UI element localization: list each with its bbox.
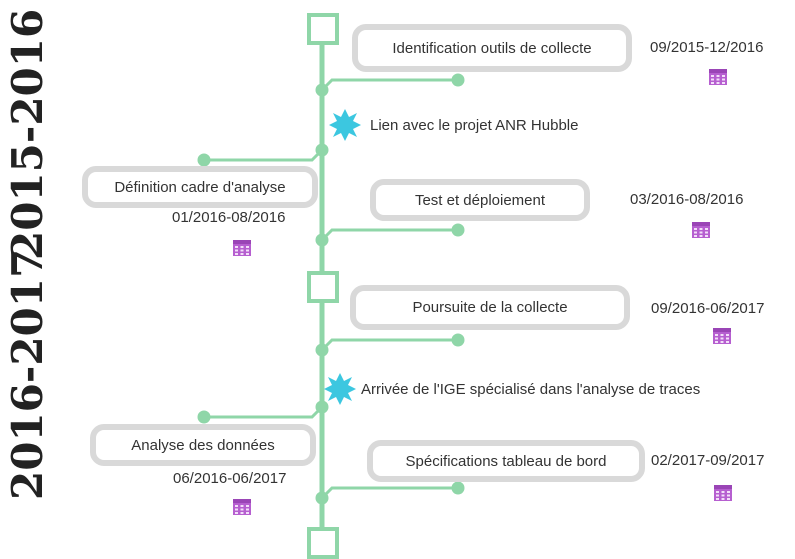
calendar-icon bbox=[233, 240, 251, 256]
branch-node bbox=[451, 223, 465, 237]
branch-node bbox=[451, 481, 465, 495]
calendar-icon bbox=[709, 69, 727, 85]
milestone-label: Lien avec le projet ANR Hubble bbox=[370, 117, 579, 134]
calendar-icon bbox=[233, 499, 251, 515]
square-marker-icon bbox=[307, 271, 339, 303]
calendar-icon bbox=[692, 222, 710, 238]
event-box: Analyse des données bbox=[90, 424, 316, 466]
calendar-icon bbox=[714, 485, 732, 501]
event-box: Test et déploiement bbox=[370, 179, 590, 221]
branch-connector bbox=[320, 78, 458, 92]
square-marker-icon bbox=[307, 527, 339, 559]
branch-connector bbox=[320, 228, 458, 242]
branch-node bbox=[315, 233, 329, 247]
event-date: 09/2016-06/2017 bbox=[651, 300, 765, 317]
branch-node bbox=[197, 410, 211, 424]
branch-node bbox=[315, 83, 329, 97]
branch-node bbox=[315, 491, 329, 505]
branch-node bbox=[315, 343, 329, 357]
branch-node bbox=[451, 333, 465, 347]
year-label-2016-2017: 2016-2017 bbox=[3, 248, 52, 500]
event-date: 09/2015-12/2016 bbox=[650, 39, 764, 56]
branch-connector bbox=[320, 486, 458, 500]
branch-connector bbox=[320, 338, 458, 352]
branch-connector bbox=[204, 405, 324, 419]
event-date: 01/2016-08/2016 bbox=[172, 209, 286, 226]
event-date: 03/2016-08/2016 bbox=[630, 191, 744, 208]
year-label-2015-2016: 2015-2016 bbox=[3, 8, 52, 260]
branch-node bbox=[315, 143, 329, 157]
star-burst-icon bbox=[324, 373, 356, 405]
calendar-icon bbox=[713, 328, 731, 344]
event-date: 06/2016-06/2017 bbox=[173, 470, 287, 487]
branch-node bbox=[451, 73, 465, 87]
milestone-label: Arrivée de l'IGE spécialisé dans l'analy… bbox=[361, 381, 701, 398]
event-box: Définition cadre d'analyse bbox=[82, 166, 318, 208]
star-burst-icon bbox=[329, 109, 361, 141]
branch-connector bbox=[204, 148, 324, 162]
event-date: 02/2017-09/2017 bbox=[651, 452, 765, 469]
branch-node bbox=[315, 400, 329, 414]
square-marker-icon bbox=[307, 13, 339, 45]
event-box: Poursuite de la collecte bbox=[350, 285, 630, 330]
event-box: Spécifications tableau de bord bbox=[367, 440, 645, 482]
event-box: Identification outils de collecte bbox=[352, 24, 632, 72]
branch-node bbox=[197, 153, 211, 167]
